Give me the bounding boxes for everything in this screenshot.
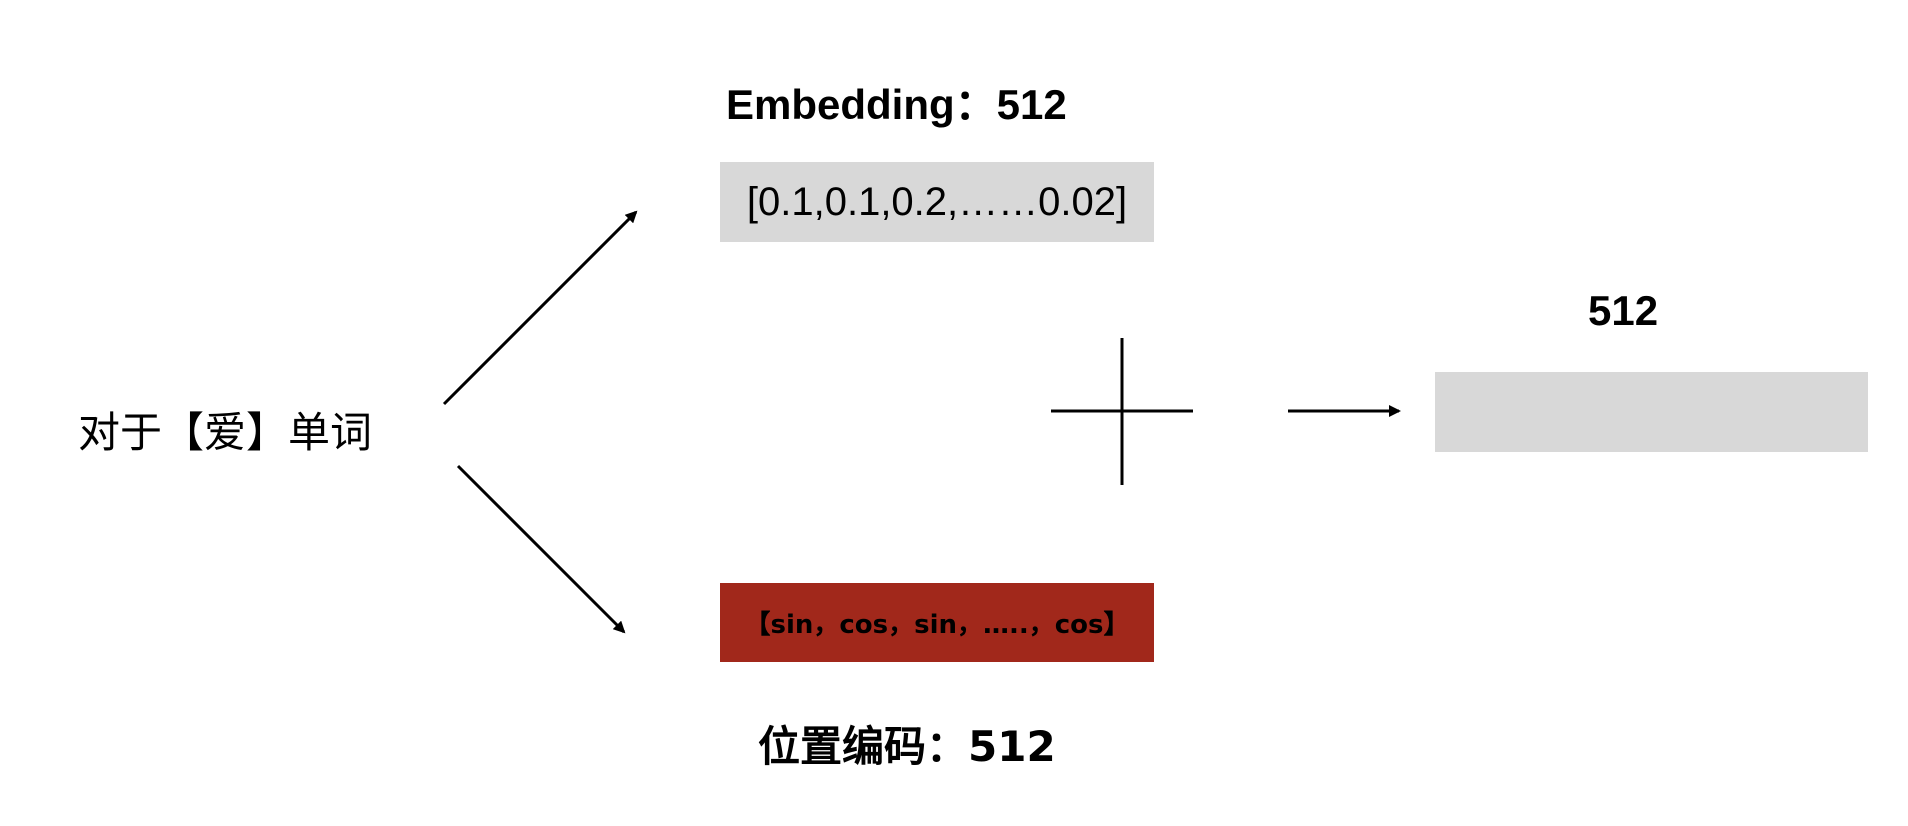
embedding-vector-text: [0.1,0.1,0.2,……0.02] xyxy=(746,179,1128,224)
input-word-label: 对于【爱】单词 xyxy=(78,408,373,457)
positional-encoding-vector-text: 【sin，cos，sin，…..，cos】 xyxy=(744,610,1130,640)
positional-encoding-box: 【sin，cos，sin，…..，cos】 xyxy=(720,583,1154,662)
embedding-title: Embedding：512 xyxy=(726,81,1067,128)
plus-operator-icon xyxy=(1051,338,1193,485)
output-dimension-title: 512 xyxy=(1588,287,1659,334)
embedding-vector-box: [0.1,0.1,0.2,……0.02] xyxy=(720,162,1154,242)
arrow-to-positional-encoding xyxy=(456,464,626,634)
arrow-to-embedding xyxy=(442,210,638,406)
output-vector-box xyxy=(1435,372,1868,452)
positional-encoding-title: 位置编码：512 xyxy=(758,722,1056,771)
